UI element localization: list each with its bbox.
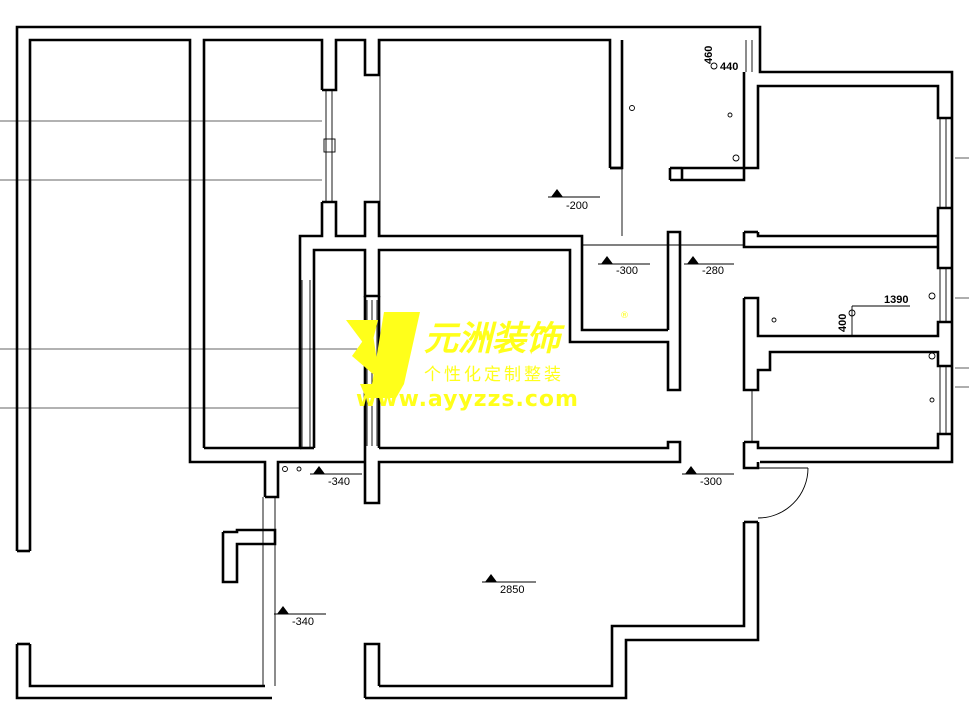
level-marker-5: -300 [682,466,734,488]
exterior-walls [15,25,954,700]
level-label-2: -300 [616,265,638,277]
watermark-brand: 元洲装饰 [424,319,565,359]
level-label-3: -280 [702,265,724,277]
reference-lines [0,120,969,409]
watermark-logo-icon [346,312,420,398]
fixture-symbols [282,62,936,472]
level-markers: -200 -300 -280 -340 -300 2850 [274,189,734,628]
watermark-tagline: 个性化定制整装 [424,365,564,385]
level-label-5: -300 [700,476,722,488]
level-marker-1: -200 [548,189,600,212]
level-label-6: 2850 [500,584,524,596]
dimension-440: 440 [720,61,738,73]
dimension-460: 460 [703,46,715,64]
level-label-4: -340 [328,476,350,488]
watermark: 元洲装饰 ® 个性化定制整装 www.ayyzzs.com [346,311,629,412]
dimension-1390: 1390 [884,294,908,306]
windows [262,40,947,686]
level-marker-2: -300 [598,256,650,277]
level-label-1: -200 [566,200,588,212]
door-swing [757,467,809,519]
dimension-400: 400 [837,314,849,332]
dimension-labels: 460 440 1390 400 [703,46,910,336]
level-marker-7: -340 [274,606,326,628]
level-marker-4: -340 [310,466,362,488]
level-label-7: -340 [292,616,314,628]
level-marker-6: 2850 [482,574,536,596]
watermark-url: www.ayyzzs.com [356,387,579,412]
level-marker-3: -280 [684,256,734,277]
watermark-registered: ® [620,311,629,321]
